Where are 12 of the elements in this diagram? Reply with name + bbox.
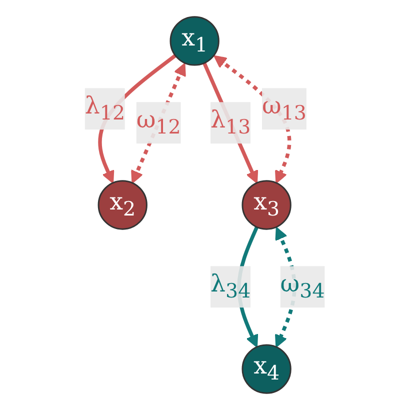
arrow (131, 62, 186, 184)
edge-label: ω$_{34}$ (280, 269, 325, 304)
node-circle: x$_{1}$ (170, 16, 220, 66)
edge-label: ω$_{13}$ (262, 91, 307, 126)
edge-label: λ$_{34}$ (210, 269, 251, 304)
arrow (202, 62, 258, 184)
edge-label: λ$_{12}$ (85, 91, 126, 126)
node-circle: x$_{4}$ (242, 344, 292, 394)
edge-label: ω$_{12}$ (136, 105, 182, 140)
node-circle: x$_{3}$ (242, 180, 292, 230)
node-circle: x$_{2}$ (98, 180, 148, 230)
edge-label: λ$_{13}$ (210, 105, 251, 140)
